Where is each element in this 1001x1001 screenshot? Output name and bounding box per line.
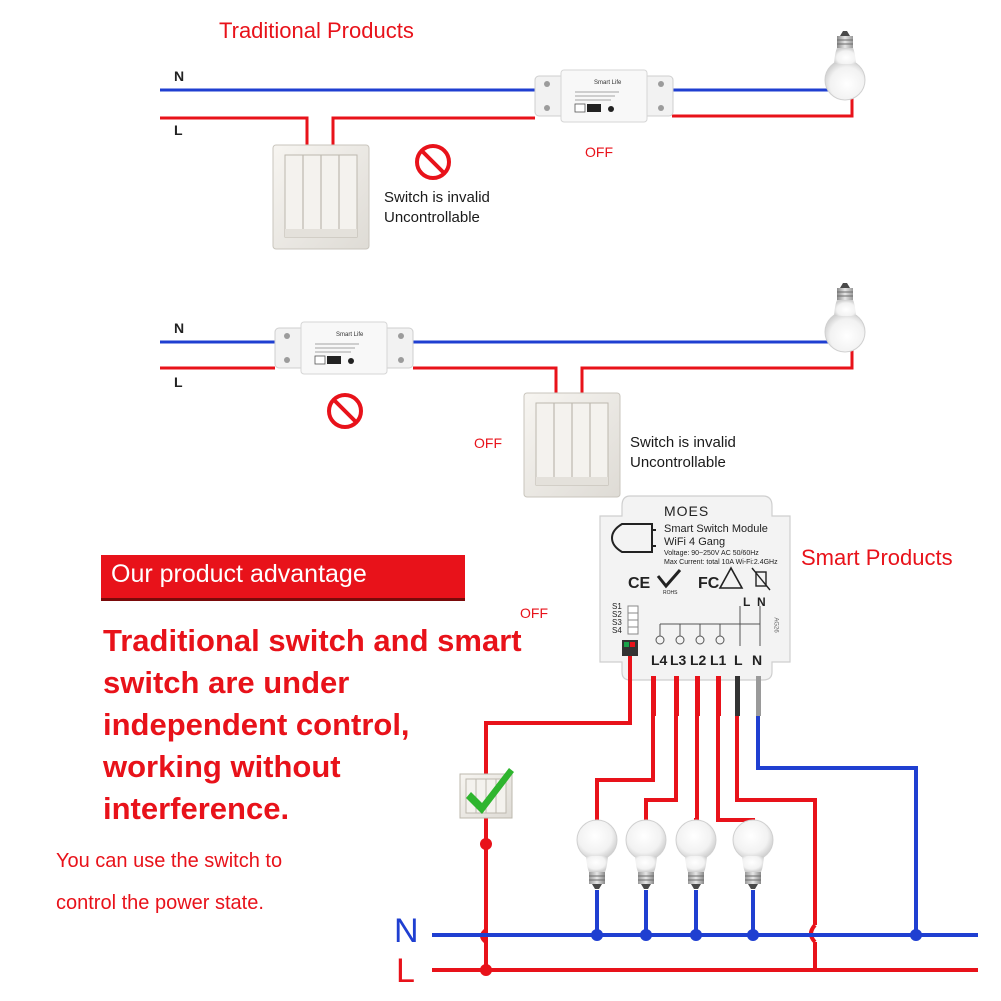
module-brand-label: Smart Life (594, 80, 622, 86)
switch-note-line2: Uncontrollable (384, 209, 480, 226)
switch-input-s4: S4 (612, 626, 622, 635)
status-off: OFF (474, 435, 502, 451)
light-bulb-icon (824, 282, 866, 353)
module-brand-label: Smart Life (336, 332, 364, 338)
bus-label-l: L (396, 952, 415, 990)
wire-label-n: N (174, 68, 185, 84)
prohibited-icon (415, 144, 451, 180)
smart-wiring: CE ROHS FC (432, 495, 978, 976)
module-current: Max Current: total 10A Wi-Fi:2.4GHz (664, 559, 778, 566)
prohibited-icon (327, 393, 363, 429)
advantage-note-line1: You can use the switch to (56, 850, 283, 872)
light-bulb-icon (824, 30, 866, 101)
switch-note-line1: Switch is invalid (630, 434, 736, 451)
smart-relay-module (274, 321, 414, 375)
wire-label-l: L (174, 374, 183, 390)
light-bulb-icon (625, 819, 667, 890)
wall-switch (523, 392, 621, 498)
switch-input-s3: S3 (612, 618, 622, 627)
module-model: WiFi 4 Gang (664, 536, 726, 548)
terminal-l1: L1 (710, 652, 727, 668)
status-off: OFF (520, 605, 548, 621)
live-wire (160, 348, 854, 396)
advantage-banner: Our product advantage (101, 555, 465, 601)
svg-text:CE: CE (628, 575, 651, 592)
smart-relay-module (534, 69, 674, 123)
svg-text:ROHS: ROHS (663, 590, 678, 596)
section-title-traditional: Traditional Products (219, 18, 414, 43)
switch-input-s1: S1 (612, 602, 622, 611)
switch-feed-wire (484, 656, 632, 935)
terminal-top-l: L (743, 595, 751, 609)
light-bulb-icon (732, 819, 774, 890)
module-brand: MOES (664, 503, 710, 519)
advantage-note: You can use the switch to control the po… (56, 840, 396, 924)
section-title-smart: Smart Products (801, 545, 953, 570)
advantage-note-line2: control the power state. (56, 892, 264, 914)
bus-label-n: N (394, 912, 419, 950)
wall-switch (272, 144, 370, 250)
light-bulb-icon (675, 819, 717, 890)
terminal-l: L (734, 652, 743, 668)
module-name: Smart Switch Module (664, 523, 768, 535)
advantage-body: Traditional switch and smart switch are … (103, 623, 522, 826)
module-leads (651, 676, 761, 716)
terminal-l4: L4 (651, 652, 668, 668)
terminal-l2: L2 (690, 652, 707, 668)
terminal-l3: L3 (670, 652, 687, 668)
middle-wiring (160, 282, 866, 498)
live-wire (160, 96, 854, 148)
switch-note-line1: Switch is invalid (384, 189, 490, 206)
checkmark-icon (466, 768, 514, 814)
svg-text:FC: FC (698, 575, 720, 592)
switch-note-line2: Uncontrollable (630, 454, 726, 471)
terminal-top-n: N (757, 595, 766, 609)
advantage-banner-text: Our product advantage (111, 560, 367, 588)
wire-label-n: N (174, 320, 185, 336)
top-wiring (160, 30, 866, 250)
module-voltage: Voltage: 90~250V AC 50/60Hz (664, 550, 759, 557)
light-bulb-icon (576, 819, 618, 890)
moes-smart-module: CE ROHS FC (599, 495, 791, 681)
status-off: OFF (585, 144, 613, 160)
wire-label-l: L (174, 122, 183, 138)
terminal-n: N (752, 652, 763, 668)
switch-input-s2: S2 (612, 610, 622, 619)
module-side-code: AG26 (772, 617, 779, 633)
